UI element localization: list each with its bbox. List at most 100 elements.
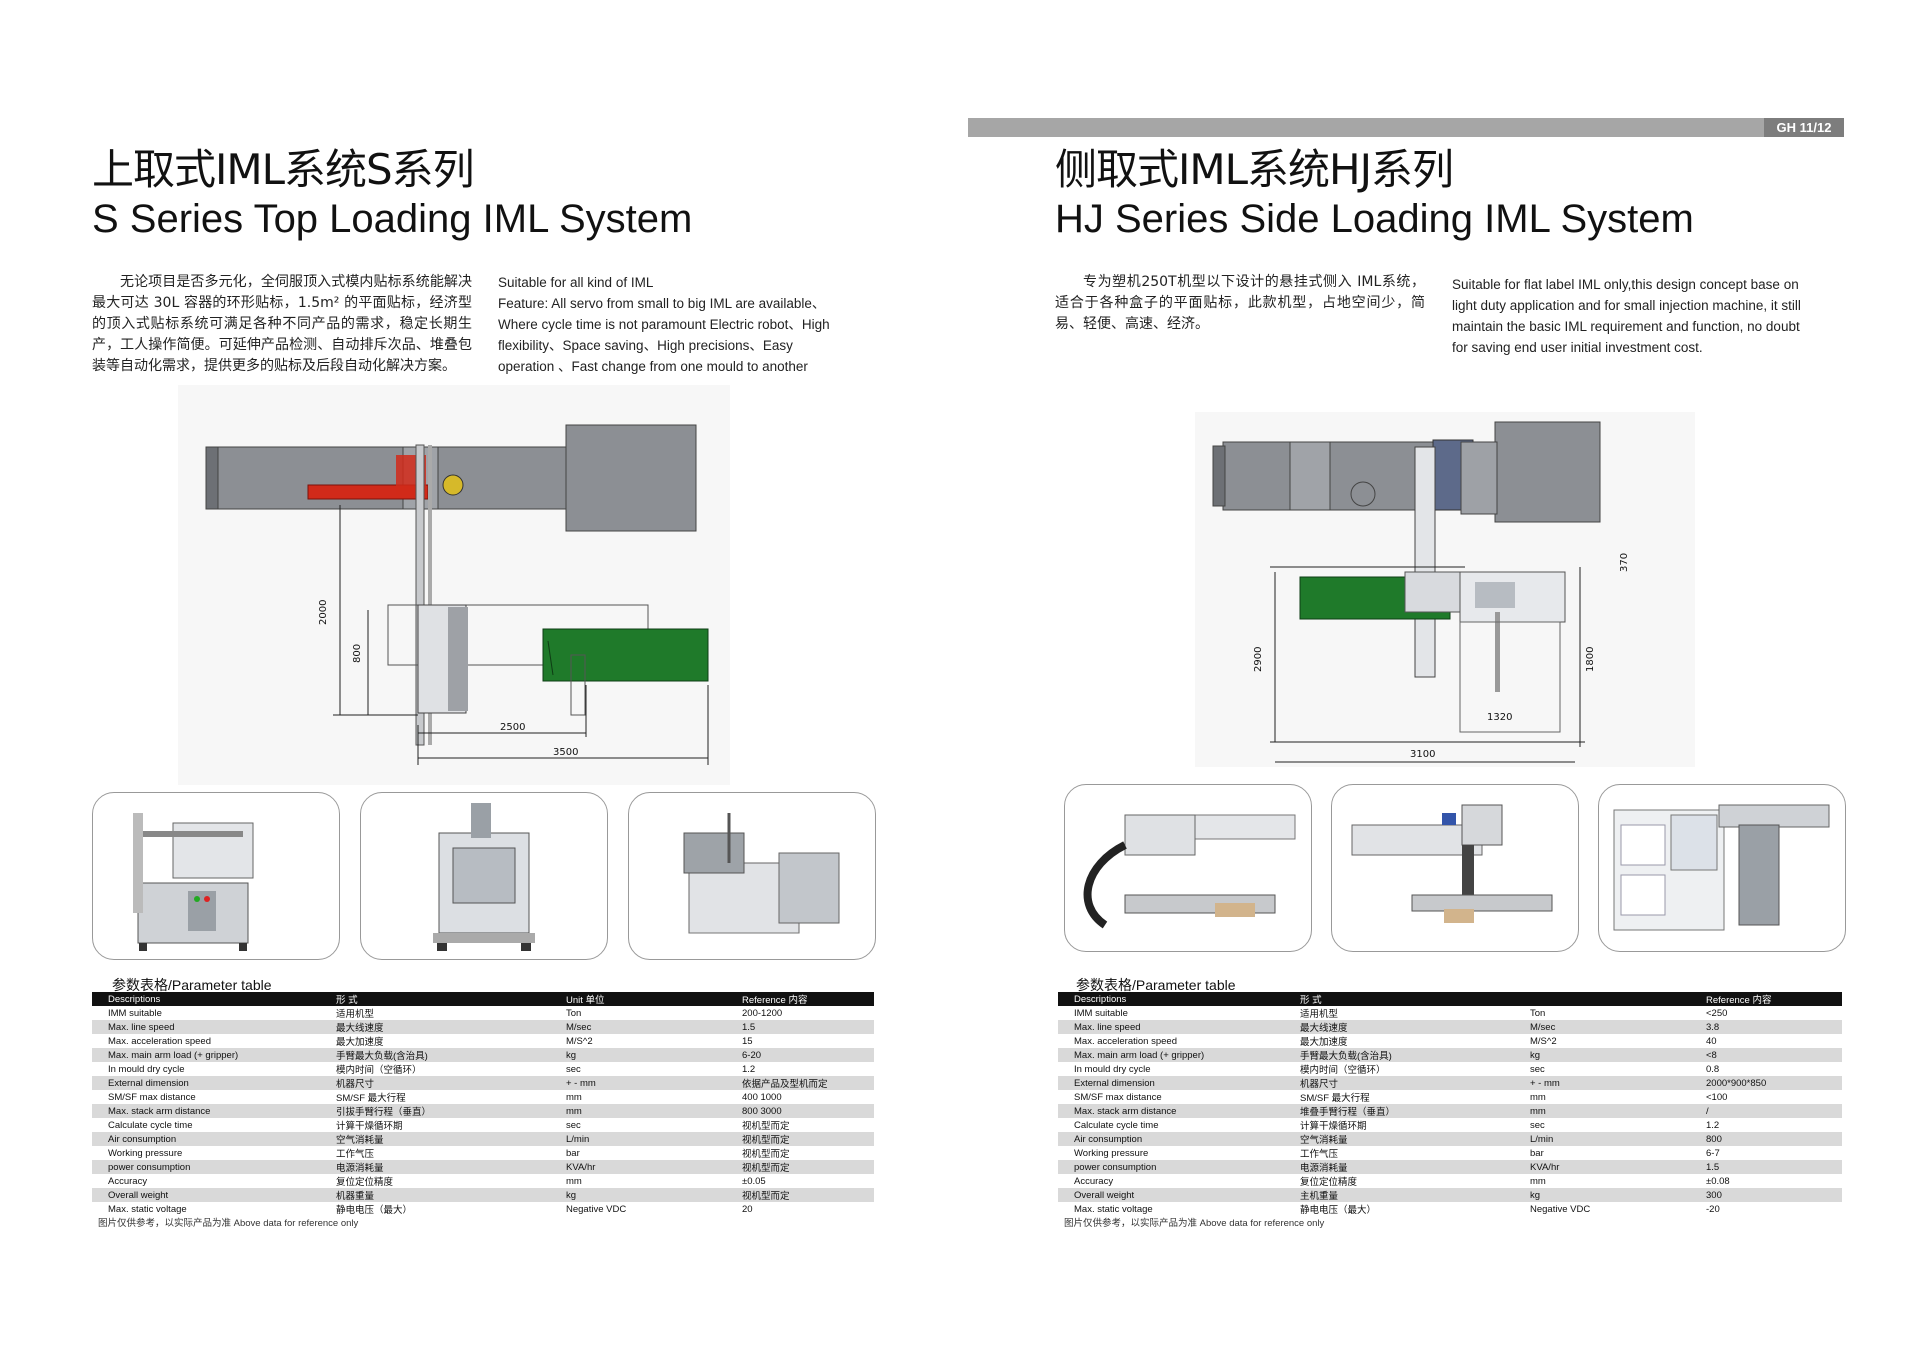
table-header [1514,992,1690,1006]
left-desc-en-line: Suitable for all kind of IML [498,275,654,290]
table-cell: 800 [1690,1132,1842,1146]
table-cell: <250 [1706,1007,1728,1019]
table-cell: 空气消耗量 [1284,1132,1514,1146]
table-cell: 1.2 [742,1063,756,1075]
table-cell: Air consumption [1058,1132,1284,1146]
left-dim-width: 2500 [500,722,525,733]
table-cell: Overall weight [1058,1188,1284,1202]
table-cell: In mould dry cycle [108,1063,185,1075]
left-desc-en-line: Feature: All servo from small to big IML… [498,296,826,311]
right-title-en: HJ Series Side Loading IML System [1055,197,1694,241]
table-cell: bar [566,1147,580,1159]
table-cell: Max. static voltage [108,1203,187,1215]
left-description-en: Suitable for all kind of IML Feature: Al… [498,272,878,377]
right-desc-en-line: Suitable for flat label IML only,this de… [1452,277,1799,292]
right-photo-3 [1598,784,1846,952]
table-header: Reference 内容 [726,992,874,1006]
table-header: Descriptions [92,992,320,1006]
table-cell: 工作气压 [1300,1149,1339,1160]
table-cell: Negative VDC [566,1203,627,1215]
right-dim-small: 370 [1619,553,1630,572]
table-cell: 800 3000 [726,1104,874,1118]
table-cell: mm [1530,1091,1546,1103]
table-cell: M/S^2 [1530,1035,1557,1047]
table-cell: External dimension [92,1076,320,1090]
table-cell: 机器重量 [320,1188,550,1202]
table-cell: 手臂最大负载(含治具) [1284,1048,1514,1062]
table-cell: 最大线速度 [1284,1020,1514,1034]
table-cell: External dimension [1058,1076,1284,1090]
table-cell: Overall weight [92,1188,320,1202]
right-footnote: 图片仅供参考，以实际产品为准 Above data for reference … [1064,1218,1325,1229]
table-cell: 视机型而定 [726,1132,874,1146]
right-photo-1 [1064,784,1312,952]
left-table-title: 参数表格/Parameter table [112,977,272,993]
table-cell: kg [1514,1048,1690,1062]
table-cell: 适用机型 [336,1009,375,1020]
right-photo-2 [1331,784,1579,952]
table-cell: Accuracy [108,1175,148,1187]
table-cell: 工作气压 [336,1149,375,1160]
table-cell: Max. stack arm distance [92,1104,320,1118]
right-description-en: Suitable for flat label IML only,this de… [1452,274,1852,358]
right-dim-side: 1800 [1585,647,1596,672]
left-layout-drawing: 2000 800 2500 3500 [178,385,730,785]
left-parameter-table: Descriptions 形 式 Unit 单位 Reference 内容 IM… [92,992,874,1216]
table-cell: bar [1530,1147,1544,1159]
table-cell: IMM suitable [108,1007,162,1019]
table-cell: 视机型而定 [742,1149,790,1160]
table-cell: 电源消耗量 [1284,1160,1514,1174]
table-cell: Air consumption [92,1132,320,1146]
table-cell: 6-20 [726,1048,874,1062]
table-cell: SM/SF max distance [1074,1091,1162,1103]
right-description-cn: 专为塑机250T机型以下设计的悬挂式侧入 IML系统，适合于各种盒子的平面贴标，… [1055,274,1425,332]
table-cell: KVA/hr [1514,1160,1690,1174]
table-cell: 复位定位精度 [1300,1177,1358,1188]
table-cell: 手臂最大负载(含治具) [320,1048,550,1062]
table-cell: Max. line speed [92,1020,320,1034]
table-cell: power consumption [1058,1160,1284,1174]
table-cell: mm [1530,1175,1546,1187]
table-cell: Max. acceleration speed [108,1035,211,1047]
table-cell: IMM suitable [1074,1007,1128,1019]
table-cell: Ton [566,1007,582,1019]
left-title-en: S Series Top Loading IML System [92,197,693,241]
table-cell: 机器尺寸 [1284,1076,1514,1090]
table-cell: L/min [1514,1132,1690,1146]
header-band [968,118,1844,137]
right-layout-drawing: 2900 1800 1320 3100 370 [1195,412,1695,767]
left-photo-2 [360,792,608,960]
table-cell: sec [566,1119,581,1131]
left-photo-3 [628,792,876,960]
left-footnote: 图片仅供参考，以实际产品为准 Above data for reference … [98,1218,359,1229]
table-cell: Accuracy [1074,1175,1114,1187]
table-cell: 400 1000 [742,1091,782,1103]
table-cell: 2000*900*850 [1690,1076,1842,1090]
table-cell: KVA/hr [550,1160,726,1174]
table-cell: 视机型而定 [742,1121,790,1132]
table-cell: 电源消耗量 [320,1160,550,1174]
table-cell: 20 [742,1203,753,1215]
table-cell: 视机型而定 [726,1188,874,1202]
machine-photo-icon [1083,814,1296,929]
table-cell: + - mm [550,1076,726,1090]
left-dim-total: 3500 [553,747,578,758]
table-cell: mm [1514,1104,1690,1118]
table-cell: 0.8 [1706,1063,1720,1075]
table-cell: Max. main arm load (+ gripper) [1058,1048,1284,1062]
table-header-row: Descriptions 形 式 Unit 单位 Reference 内容 [92,992,874,1006]
table-cell: 1.2 [1706,1119,1720,1131]
table-cell: Max. line speed [1058,1020,1284,1034]
table-cell: 200-1200 [742,1007,783,1019]
table-cell: 最大加速度 [1300,1037,1348,1048]
table-cell: 模内时间（空循环） [1300,1065,1386,1076]
table-cell: sec [1530,1063,1545,1075]
right-desc-en-line: maintain the basic IML requirement and f… [1452,319,1800,334]
left-dim-inner: 800 [352,644,363,663]
